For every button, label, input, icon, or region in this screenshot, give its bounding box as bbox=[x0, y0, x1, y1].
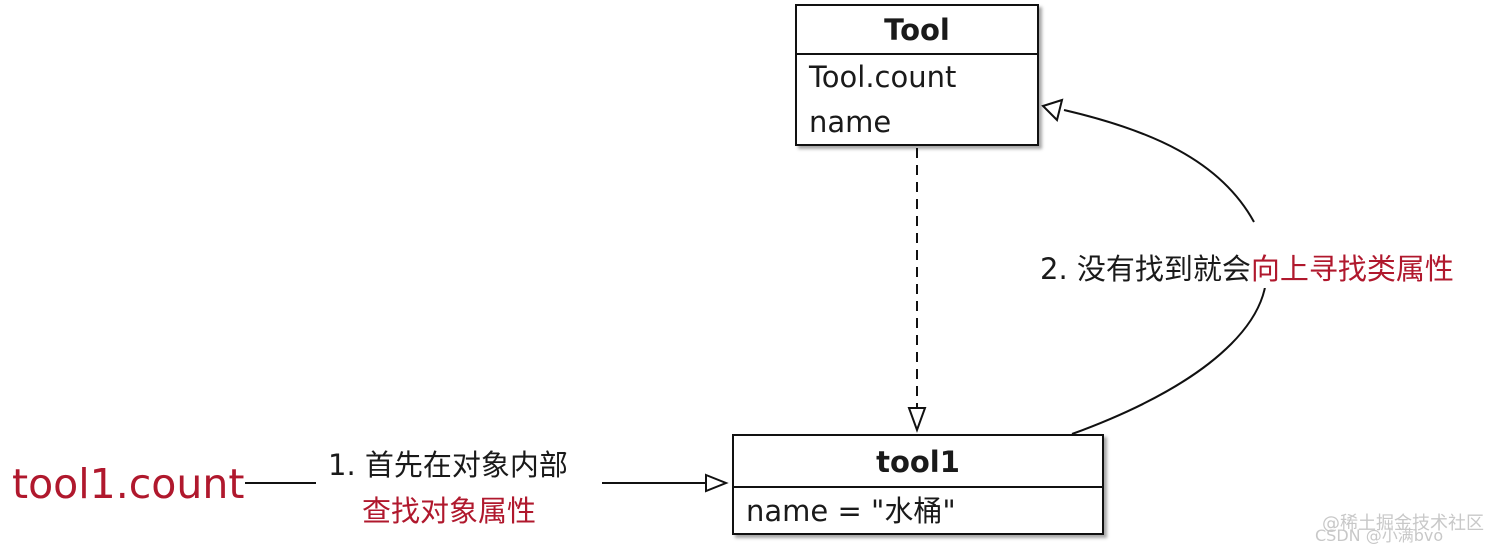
expression-label: tool1.count bbox=[12, 460, 245, 508]
class-attribute-count: Tool.count bbox=[809, 60, 957, 94]
object-box-tool1: tool1 name = "水桶" bbox=[732, 434, 1104, 535]
class-box-title: Tool bbox=[797, 6, 1037, 55]
class-box-tool: Tool Tool.count name bbox=[795, 4, 1039, 146]
lookup-arrowhead-icon bbox=[705, 473, 729, 493]
watermark-csdn: CSDN @小满bvo bbox=[1315, 526, 1444, 545]
watermark-juejin: @稀土掘金技术社区 bbox=[1322, 513, 1484, 534]
object-attribute-name: name = "水桶" bbox=[746, 494, 956, 528]
step2-accent: 向上寻找类属性 bbox=[1250, 252, 1454, 286]
step2-prefix: 2. 没有找到就会 bbox=[1040, 252, 1251, 286]
object-box-title: tool1 bbox=[734, 436, 1102, 488]
instantiation-arrowhead-icon bbox=[907, 407, 927, 433]
inheritance-arrowhead-icon bbox=[1041, 98, 1064, 122]
class-attribute-name: name bbox=[809, 105, 892, 139]
step2-label: 2. 没有找到就会向上寻找类属性 bbox=[1040, 246, 1454, 288]
step1-label-line1: 1. 首先在对象内部 bbox=[328, 448, 568, 482]
step1-label-line2: 查找对象属性 bbox=[362, 494, 537, 528]
